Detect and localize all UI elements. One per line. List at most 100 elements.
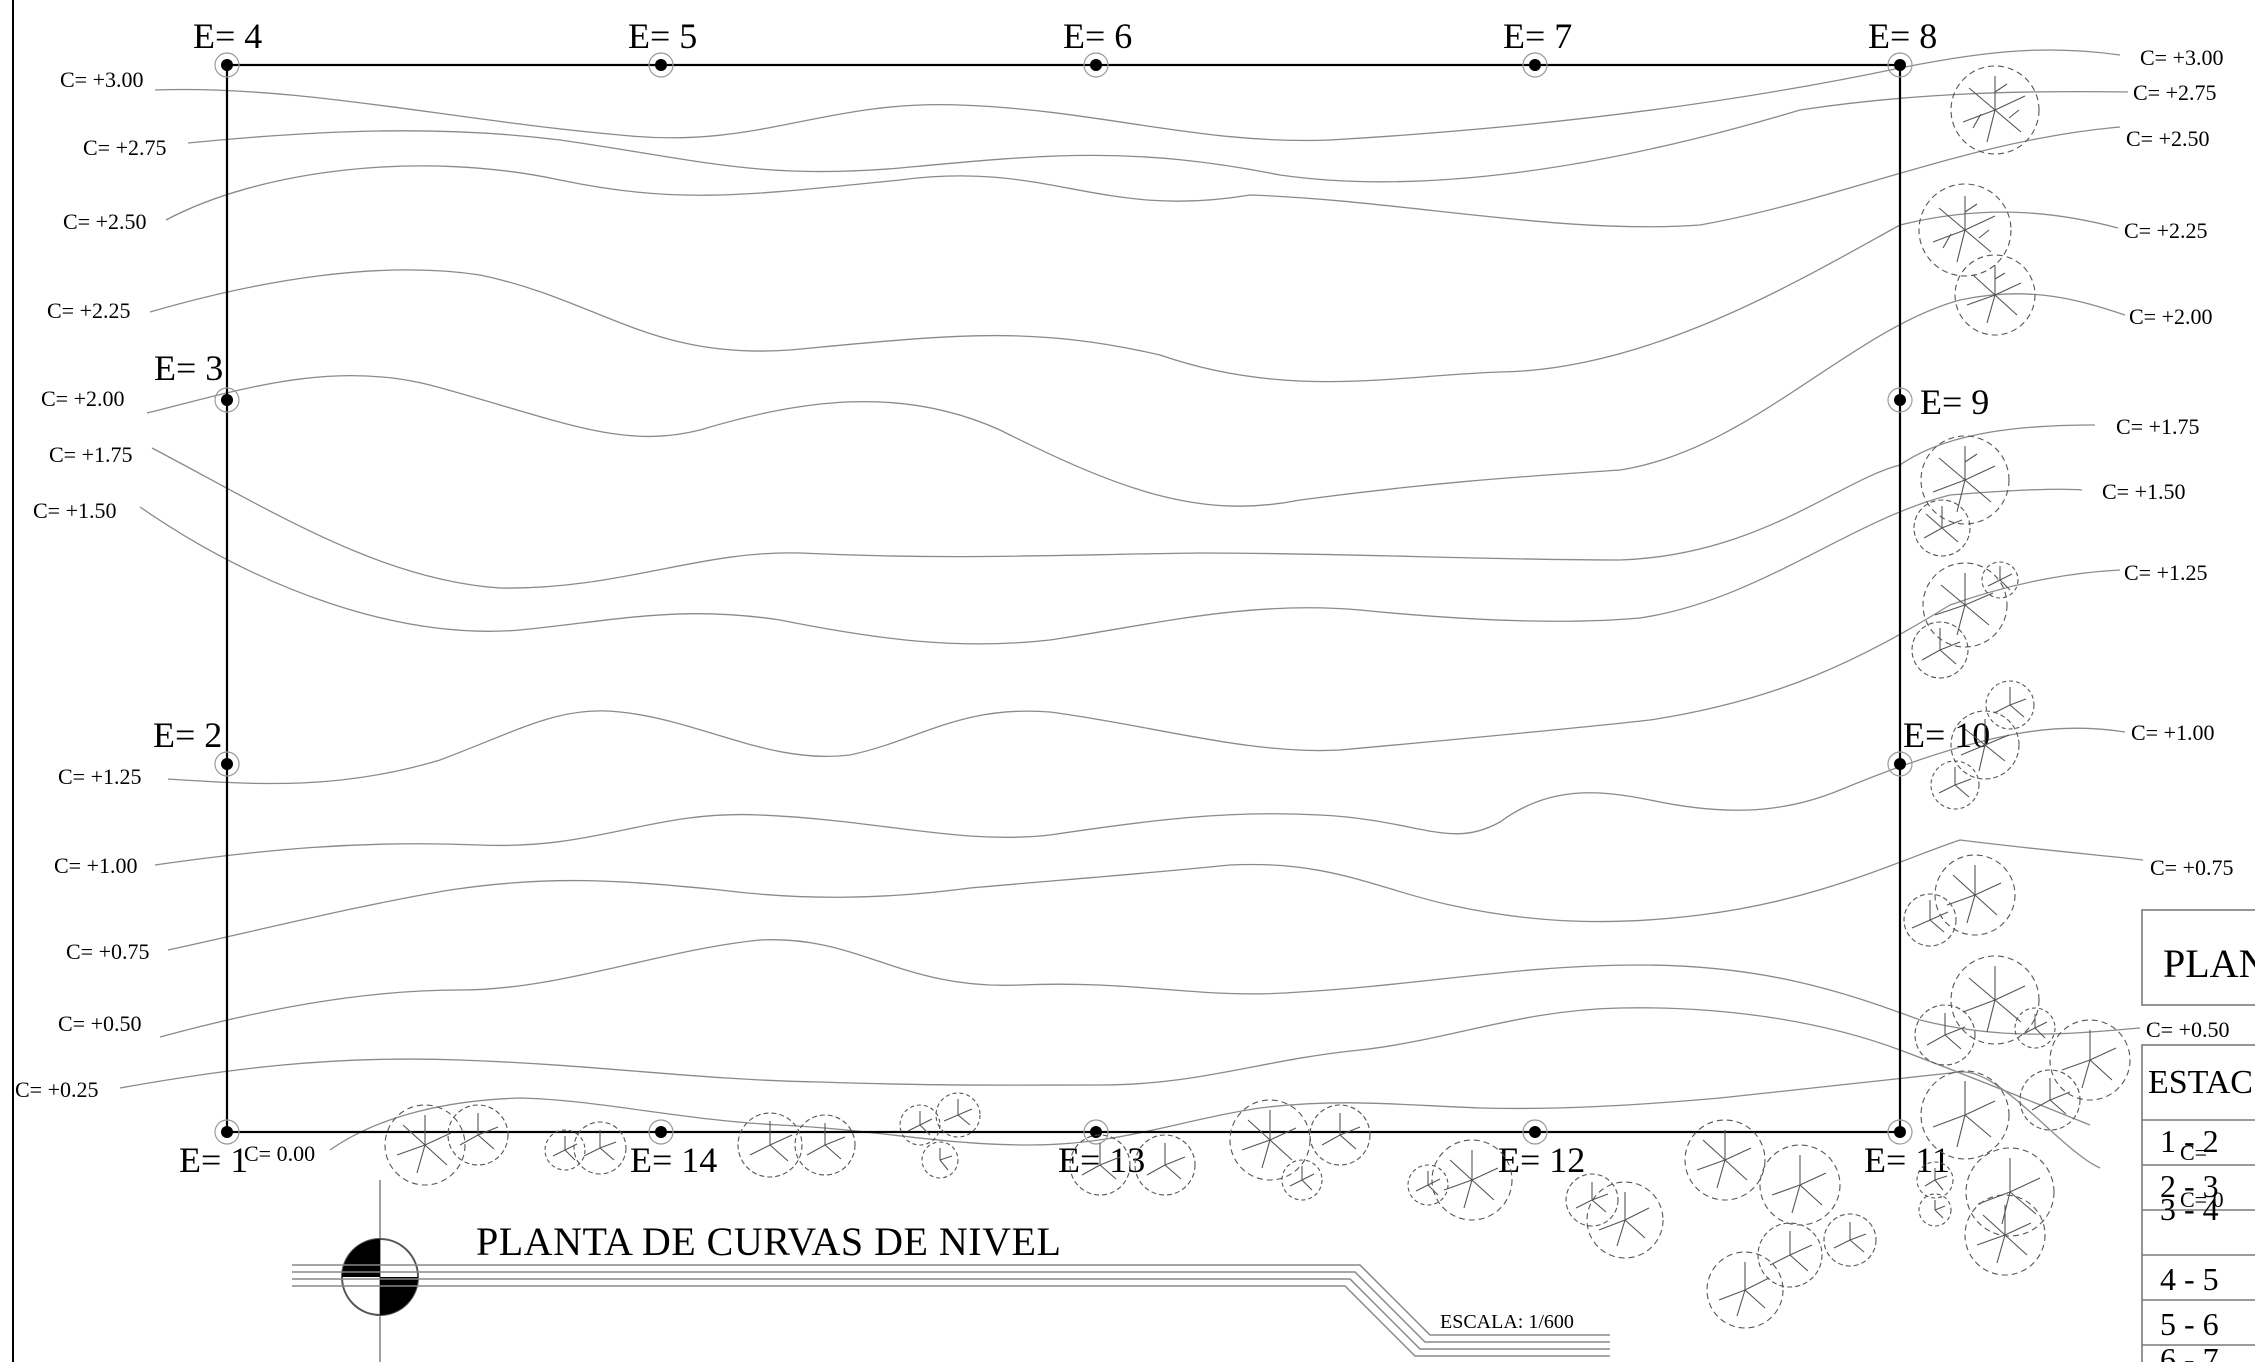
tree-symbol [1913, 499, 1971, 557]
title-block: PLANTA DE CURVAS DE NIVEL ESCALA: 1/600 [292, 1180, 1610, 1362]
station-labels: E= 4 E= 5 E= 6 E= 7 E= 8 E= 3 E= 2 E= 9 … [153, 16, 1990, 1180]
tree-symbol [921, 1141, 959, 1179]
table-row: 3 - 4 [2160, 1191, 2219, 1227]
station-marker [1083, 52, 1109, 78]
contour-label: C= +1.25 [2124, 560, 2208, 585]
contour-labels-left: C= +3.00 C= +2.75 C= +2.50 C= +2.25 C= +… [15, 67, 315, 1166]
tree-symbol [1950, 955, 2040, 1045]
property-boundary [225, 63, 1902, 1134]
contour-label: C= +1.75 [49, 442, 133, 467]
tree-symbol [1134, 1134, 1196, 1196]
tree-symbol [1981, 561, 2019, 599]
tree-symbol [1229, 1099, 1311, 1181]
station-label: E= 8 [1868, 16, 1937, 56]
stations-table-header: ESTAC [2148, 1064, 2253, 1101]
tree-symbol [1903, 893, 1957, 947]
contour-label: C= +2.50 [63, 209, 147, 234]
tree-symbol [1281, 1159, 1323, 1201]
contour-label: C= +3.00 [2140, 45, 2224, 70]
station-label: E= 12 [1498, 1140, 1585, 1180]
contour-line-0-25 [119, 1007, 2091, 1126]
contour-line-0-75 [167, 839, 2144, 951]
tree-symbol [1950, 710, 2020, 780]
contour-line-2-00 [146, 293, 2126, 507]
tree-symbol [1586, 1181, 1664, 1259]
contour-label: C= +2.50 [2126, 126, 2210, 151]
tree-symbol [1684, 1119, 1766, 1201]
tree-symbol [447, 1104, 509, 1166]
contour-label: C= +0.50 [2146, 1017, 2230, 1042]
station-marker [214, 1119, 240, 1145]
contour-line-1-75 [151, 424, 2096, 589]
station-label: E= 11 [1864, 1140, 1950, 1180]
contour-label: C= +1.00 [54, 853, 138, 878]
tree-symbol [1964, 1194, 2046, 1276]
tree-symbol [1914, 1004, 1976, 1066]
tree-symbol [1965, 1147, 2055, 1237]
contour-label: C= +0.25 [15, 1077, 99, 1102]
table-row: 2 - 3 [2160, 1168, 2219, 1204]
contour-lines [119, 49, 2144, 1169]
tree-symbol [1759, 1144, 1841, 1226]
contour-labels-right: C= +3.00 C= +2.75 C= +2.50 C= +2.25 C= +… [2102, 45, 2234, 1042]
tree-symbol [544, 1129, 586, 1171]
station-label: E= 4 [193, 16, 262, 56]
tree-symbol [1757, 1222, 1823, 1288]
contour-label: C= +2.25 [2124, 218, 2208, 243]
contour-line-3-00 [154, 49, 2121, 142]
title-underline [292, 1264, 1610, 1336]
contour-line-2-75 [187, 90, 2129, 183]
contour-label: C= 0.00 [244, 1141, 315, 1166]
station-marker [1887, 1119, 1913, 1145]
station-marker [648, 52, 674, 78]
contour-label: C= +2.00 [2129, 304, 2213, 329]
station-markers [214, 52, 1913, 1145]
station-marker [648, 1119, 674, 1145]
contour-line-0-50 [159, 939, 2141, 1038]
station-label: E= 9 [1920, 382, 1989, 422]
tree-symbol [1920, 1070, 2010, 1160]
station-marker [214, 751, 240, 777]
contour-label: C= +0.75 [66, 939, 150, 964]
north-symbol-fill [342, 1239, 380, 1277]
tree-symbol [573, 1121, 627, 1175]
contour-label: C= +2.75 [2133, 80, 2217, 105]
contour-label: C= +2.75 [83, 135, 167, 160]
contour-line-0-00 [329, 1071, 2101, 1169]
tree-symbol [1431, 1139, 1513, 1221]
tree-symbol [737, 1112, 803, 1178]
tree-symbol [1985, 680, 2035, 730]
table-row: 5 - 6 [2160, 1306, 2219, 1342]
station-marker [1887, 387, 1913, 413]
contour-line-1-25 [167, 569, 2121, 785]
station-label: E= 1 [179, 1140, 248, 1180]
tree-symbol [1309, 1104, 1371, 1166]
tree-symbol [1918, 1193, 1952, 1227]
info-panel: PLAN ESTAC 1 - 2 2 - 3 3 - 4 4 - 5 5 - 6… [2141, 909, 2255, 1362]
tree-symbol [1069, 1134, 1131, 1196]
tree-symbol [899, 1104, 941, 1146]
station-label: E= 6 [1063, 16, 1132, 56]
tree-symbol [935, 1092, 981, 1138]
station-marker [1522, 1119, 1548, 1145]
tree-symbol [1922, 562, 2008, 648]
tree-symbol [794, 1114, 856, 1176]
contour-line-2-25 [149, 211, 2119, 383]
contour-label: C= +1.50 [33, 498, 117, 523]
contour-label: C= +2.00 [41, 386, 125, 411]
station-marker [214, 52, 240, 78]
tree-symbol [2014, 1007, 2056, 1049]
contour-label: C= +0.50 [58, 1011, 142, 1036]
overlap-label: C= 0 [2180, 1187, 2224, 1212]
station-marker [1522, 52, 1548, 78]
station-marker [214, 387, 240, 413]
tree-symbol [1916, 1161, 1954, 1199]
tree-symbol [1920, 435, 2010, 525]
tree-symbol [1930, 760, 1980, 810]
station-label: E= 14 [630, 1140, 717, 1180]
tree-symbol [2019, 1069, 2081, 1131]
station-label: E= 10 [1903, 715, 1990, 755]
station-label: E= 3 [154, 348, 223, 388]
panel-heading: PLAN [2163, 941, 2255, 986]
tree-symbol [1934, 854, 2016, 936]
